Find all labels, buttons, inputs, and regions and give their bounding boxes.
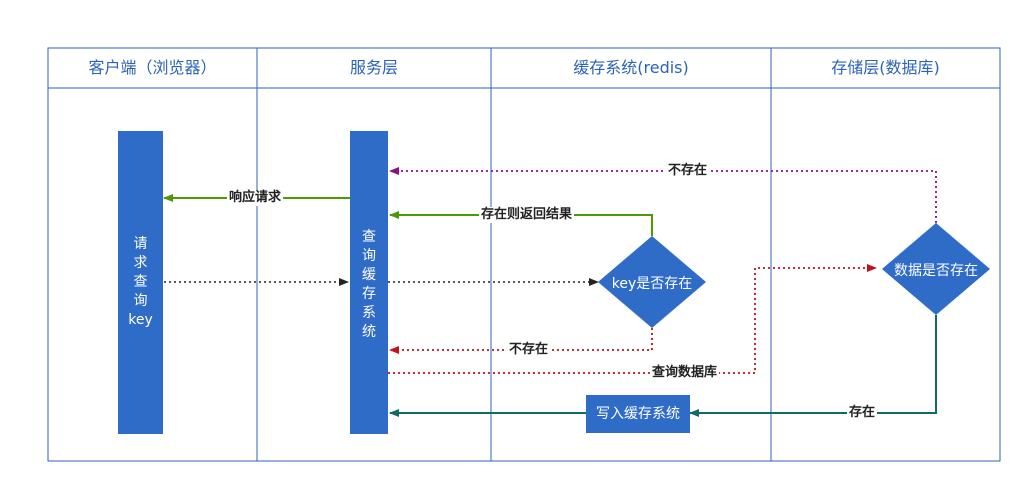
service-query-line: 缓 — [362, 267, 376, 283]
edge-label-db-exist: 存在 — [847, 405, 878, 421]
edge-label-respond: 响应请求 — [227, 190, 284, 206]
service-query-line: 询 — [362, 248, 376, 264]
client-request-line: key — [128, 312, 153, 328]
cache-decision-shape — [598, 236, 706, 328]
service-query-line: 存 — [362, 286, 376, 302]
db-decision-shape — [882, 223, 990, 315]
edge-cache-miss — [389, 328, 653, 354]
db-decision-label: 数据是否存在 — [894, 263, 978, 279]
lane-title-client: 客户端（浏览器） — [88, 58, 217, 77]
client-request-line: 求 — [133, 255, 148, 271]
service-query-line: 查 — [362, 229, 376, 245]
edge-label-query-db: 查询数据库 — [650, 365, 720, 381]
edge-cache-hit — [389, 211, 653, 236]
edge-label-cache-hit: 存在则返回结果 — [479, 207, 575, 223]
edge-db-exist — [689, 315, 937, 417]
cache-decision-label: key是否存在 — [611, 276, 693, 292]
client-request-line: 询 — [133, 293, 148, 309]
client-request-node: 请 求 查 询 key — [118, 131, 163, 434]
edge-label-cache-miss: 不存在 — [507, 342, 551, 358]
lane-title-service: 服务层 — [349, 58, 398, 77]
lane-title-storage: 存储层(数据库) — [831, 58, 940, 77]
edge-label-db-not-exist: 不存在 — [666, 163, 710, 179]
client-request-line: 请 — [133, 236, 148, 252]
edge-db-not-exist — [389, 167, 937, 223]
lane-title-cache: 缓存系统(redis) — [573, 58, 689, 77]
service-query-line: 统 — [362, 324, 376, 340]
write-cache-node: 写入缓存系统 — [586, 395, 690, 433]
service-query-line: 系 — [362, 305, 376, 321]
service-query-node: 查 询 缓 存 系 统 — [350, 131, 388, 434]
client-request-line: 查 — [133, 274, 148, 290]
